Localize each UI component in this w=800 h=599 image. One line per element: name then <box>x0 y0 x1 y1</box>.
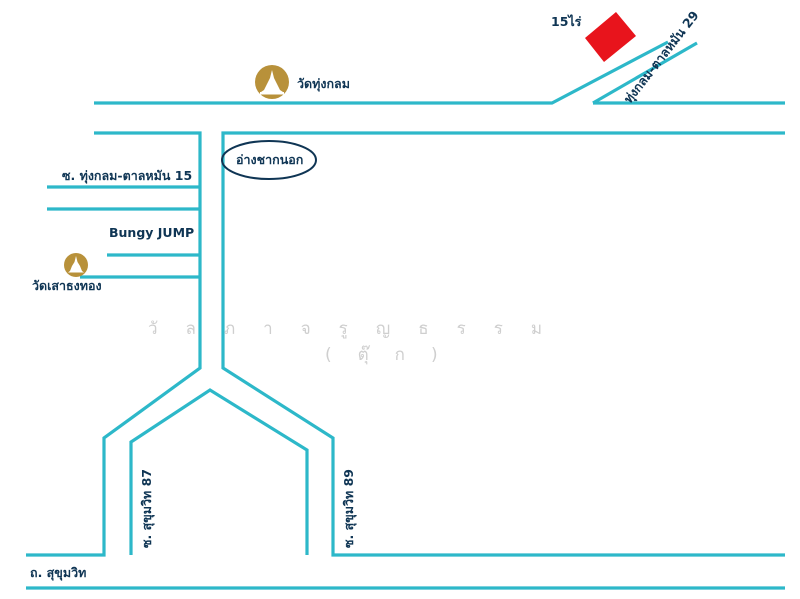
soi-29-label: ทุ่งกลม-ตาลหมัน 29 <box>621 8 703 107</box>
watermark-line-1: วัลภาจรูญธรรม <box>148 319 570 339</box>
bungy-label: Bungy JUMP <box>109 225 194 240</box>
temple-icon <box>64 253 88 277</box>
road-inner-loop <box>129 388 309 555</box>
plot-marker[interactable] <box>585 12 636 62</box>
road-soi-29 <box>592 41 698 105</box>
soi-15-label: ซ. ทุ่งกลม-ตาลหมัน 15 <box>62 168 192 184</box>
wat-sao-thong-label: วัดเสาธงทอง <box>32 278 102 293</box>
road-second-right <box>221 131 785 557</box>
road-top-main <box>94 40 669 105</box>
watermark-line-2: (ตุ๊ก) <box>325 345 464 365</box>
road-second-left <box>26 131 202 557</box>
soi-87-label: ซ. สุขุมวิท 87 <box>139 469 155 548</box>
soi-89-label: ซ. สุขุมวิท 89 <box>341 469 357 548</box>
ang-chak-nok-marker <box>221 140 317 180</box>
plot-label: 15ไร่ <box>551 14 582 29</box>
ang-chak-nok-label: อ่างชากนอก <box>236 152 303 167</box>
wat-thung-klom-label: วัดทุ่งกลม <box>297 76 350 92</box>
sukhumvit-label: ถ. สุขุมวิท <box>30 565 86 581</box>
temple-icon <box>255 65 289 99</box>
